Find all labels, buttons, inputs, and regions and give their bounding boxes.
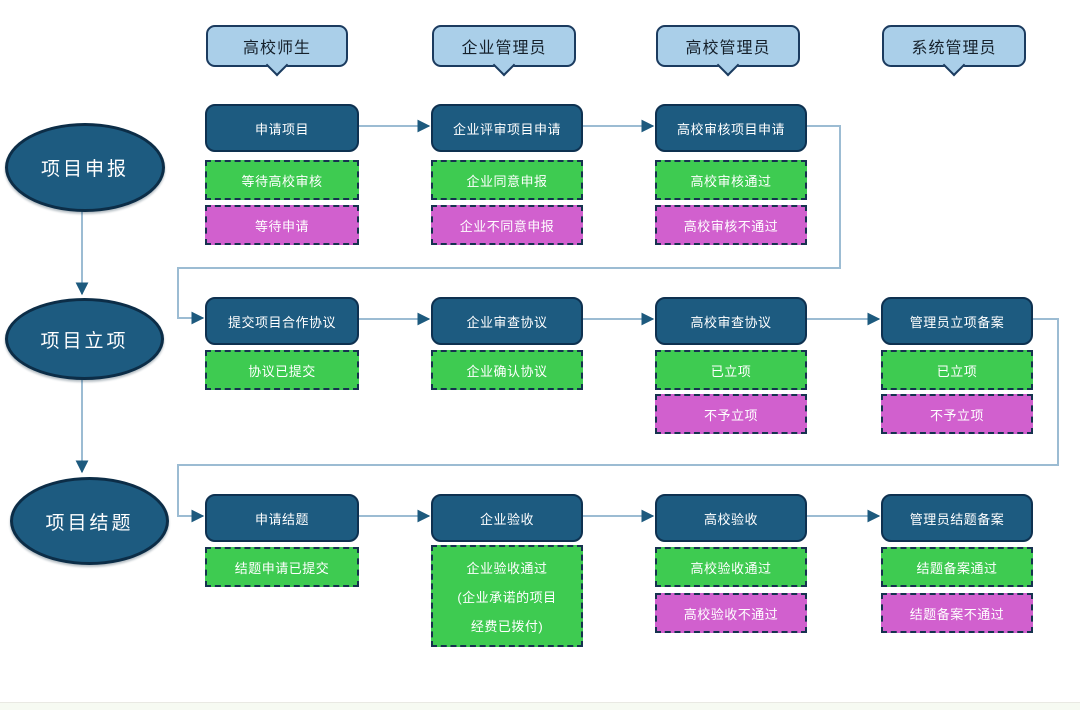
action-box: 申请项目 [205,104,359,152]
footer-strip [0,702,1080,710]
status-badge-green: 已立项 [655,350,807,390]
status-badge-pink: 等待申请 [205,205,359,245]
phase-ellipse-approval: 项目立项 [5,298,164,380]
lane-header-system-admin: 系统管理员 [882,25,1026,77]
lane-header-university-staff: 高校师生 [206,25,348,77]
action-box: 申请结题 [205,494,359,542]
status-badge-green: 等待高校审核 [205,160,359,200]
status-badge-green: 已立项 [881,350,1033,390]
phase-ellipse-closing: 项目结题 [10,477,169,565]
status-badge-green-multiline: 企业验收通过 (企业承诺的项目 经费已拨付) [431,545,583,647]
status-badge-green: 企业同意申报 [431,160,583,200]
status-badge-pink: 不予立项 [655,394,807,434]
status-badge-green: 高校审核通过 [655,160,807,200]
action-box: 高校审核项目申请 [655,104,807,152]
status-badge-pink: 企业不同意申报 [431,205,583,245]
lane-header-label: 系统管理员 [911,40,997,57]
action-box: 企业评审项目申请 [431,104,583,152]
phase-label: 项目立项 [40,330,129,352]
status-badge-pink: 高校审核不通过 [655,205,807,245]
action-box: 提交项目合作协议 [205,297,359,345]
lane-header-university-admin: 高校管理员 [656,25,800,77]
action-box: 企业审查协议 [431,297,583,345]
status-line: 企业验收通过 [466,560,548,576]
status-badge-green: 结题备案通过 [881,547,1033,587]
lane-header-label: 高校师生 [242,40,311,57]
status-badge-pink: 结题备案不通过 [881,593,1033,633]
status-badge-pink: 高校验收不通过 [655,593,807,633]
action-box: 企业验收 [431,494,583,542]
lane-header-label: 企业管理员 [461,40,547,57]
lane-header-label: 高校管理员 [685,40,771,57]
action-box: 高校验收 [655,494,807,542]
status-line: (企业承诺的项目 [457,589,557,605]
action-box: 管理员结题备案 [881,494,1033,542]
action-box: 高校审查协议 [655,297,807,345]
phase-label: 项目申报 [40,159,129,180]
status-badge-green: 协议已提交 [205,350,359,390]
status-badge-pink: 不予立项 [881,394,1033,434]
phase-label: 项目结题 [45,512,134,534]
status-badge-green: 企业确认协议 [431,350,583,390]
status-line: 经费已拨付) [470,618,544,634]
lane-header-enterprise-admin: 企业管理员 [432,25,576,77]
status-badge-green: 结题申请已提交 [205,547,359,587]
action-box: 管理员立项备案 [881,297,1033,345]
status-badge-green: 高校验收通过 [655,547,807,587]
phase-ellipse-application: 项目申报 [5,123,165,212]
